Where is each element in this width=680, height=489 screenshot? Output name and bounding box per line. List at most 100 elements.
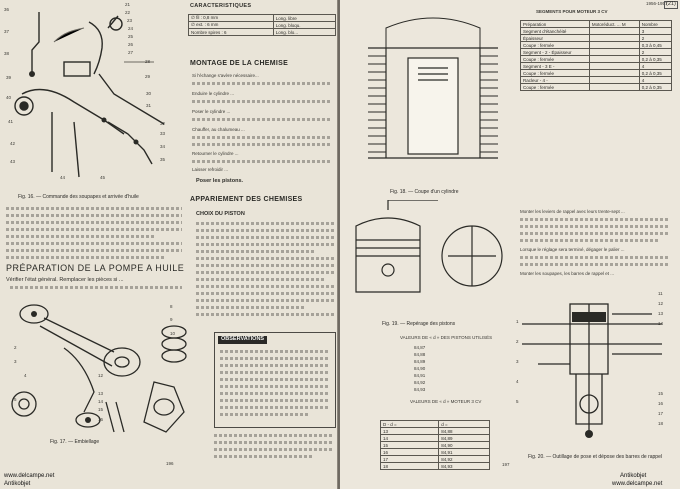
- table-cell: Épaisseur: [520, 34, 590, 42]
- right-text-line: Monter les leviers de rappel avec leurs …: [520, 209, 625, 214]
- table-row: Segment - 2 - Épaisseur 2: [520, 48, 673, 56]
- fig16-label: 21: [125, 2, 131, 7]
- watermark-right: Antikobjet: [620, 473, 647, 479]
- right-year: 1956-1957: [646, 1, 668, 6]
- table-cell: 0,2 à 0,35: [638, 55, 673, 63]
- table-cell: [588, 34, 640, 42]
- fig20-label: 3: [516, 359, 519, 364]
- table-cell: Segment - 2 - Épaisseur: [520, 48, 590, 56]
- fig16-label: 39: [6, 75, 12, 80]
- table-cell: Coupe : fermée: [520, 83, 590, 91]
- table-cell: [588, 76, 640, 84]
- fig20-label: 16: [658, 401, 664, 406]
- table-row: D - d =d =: [379, 420, 490, 428]
- table-cell: Nombre: [638, 20, 673, 28]
- fig20-label: 1: [516, 319, 519, 324]
- table-cell: [588, 83, 640, 91]
- table-cell: [588, 48, 640, 56]
- heading-pompe: PRÉPARATION DE LA POMPE A HUILE: [6, 263, 185, 273]
- fig16-label: 28: [145, 59, 151, 64]
- montage-line: Laisser refroidir ...: [192, 167, 229, 172]
- table-cell: Nombre spires : 6: [188, 28, 274, 36]
- fig16-label: 37: [4, 29, 10, 34]
- fig17-label: 12: [98, 373, 104, 378]
- valeurs-value: 84,90: [414, 366, 426, 371]
- valeurs-value: 84,91: [414, 373, 426, 378]
- fig16-label: 42: [10, 141, 16, 146]
- segments-table-title: SEGMENTS POUR MOTEUR 3 CV: [536, 9, 608, 14]
- montage-line: Poser le cylindre ...: [192, 109, 231, 114]
- observations-title: OBSERVATIONS: [218, 336, 268, 344]
- table-cell: 3: [638, 27, 673, 35]
- montage-line: Retourner le cylindre ...: [192, 151, 239, 156]
- heading-appariement: APPARIEMENT DES CHEMISES: [190, 196, 303, 203]
- valeurs-value: 84,87: [414, 345, 426, 350]
- montage-line: Chauffer, au chalumeau ...: [192, 127, 245, 132]
- table-cell: 84,88: [438, 427, 490, 435]
- valeurs-value: 84,88: [414, 352, 426, 357]
- right-page-number: 197: [502, 462, 510, 467]
- fig19-caption: Fig. 19. — Repérage des pistons: [382, 321, 456, 327]
- table-cell: 84,92: [438, 455, 490, 463]
- fig16-label: 36: [4, 7, 10, 12]
- fig16-label: 25: [128, 34, 134, 39]
- table-cell: 4: [638, 62, 673, 70]
- table-cell: 84,93: [438, 462, 490, 470]
- right-page: 1956-1957 (21) Fig. 18. — Coupe d'un cyl…: [340, 0, 680, 489]
- fig20-caption: Fig. 20. — Outillage de pose et dépose d…: [528, 454, 662, 460]
- table-cell: 0,2 à 0,35: [638, 69, 673, 77]
- figure-16-valve-drawing: [14, 12, 165, 178]
- fig20-label: 12: [658, 301, 664, 306]
- fig16-caption: Fig. 16. — Commande des soupapes et arri…: [18, 194, 139, 200]
- observations-box: [214, 332, 336, 428]
- table-cell: ∅ fil : 0,8 mm: [188, 14, 274, 22]
- watermark-left-2: Antikobjet: [4, 481, 31, 487]
- fig20-label: 17: [658, 411, 664, 416]
- valeurs-title: VALEURS DE « d » DES PISTONS UTILISÉS: [400, 335, 493, 340]
- fig16-label: 38: [4, 51, 10, 56]
- fig20-label: 15: [658, 391, 664, 396]
- table-cell: 0,2 à 0,35: [638, 83, 673, 91]
- valeurs-value: 84,93: [414, 387, 426, 392]
- pompe-intro: Vérifier l'état général. Remplacer les p…: [6, 277, 124, 283]
- figure-18-cylinder-drawing: [368, 17, 498, 159]
- table-header-cell: d =: [438, 420, 490, 428]
- fig16-label: 44: [60, 175, 66, 180]
- table-cell: ∅ ext. : 6 mm: [188, 21, 274, 29]
- table-row: Segment - 3 E - 4: [520, 62, 673, 70]
- page-badge: (21): [664, 1, 678, 9]
- table-cell: Coupe : fermée: [520, 55, 590, 63]
- fig16-label: 40: [6, 95, 12, 100]
- table-cell: 84,90: [438, 441, 490, 449]
- fig16-label: 31: [146, 103, 152, 108]
- fig16-label: 22: [125, 10, 131, 15]
- fig16-label: 34: [160, 144, 166, 149]
- table-cell: Racleur - 4 -: [520, 76, 590, 84]
- table-cell: 16: [379, 448, 440, 456]
- fig17-label: 3: [14, 359, 17, 364]
- fig18-caption: Fig. 18. — Coupe d'un cylindre: [390, 189, 459, 195]
- fig16-label: 35: [160, 157, 166, 162]
- fig17-label: 15: [98, 407, 104, 412]
- table-cell: 84,89: [438, 434, 490, 442]
- fig16-label: 41: [8, 119, 14, 124]
- fig17-label: 4: [24, 373, 27, 378]
- table-cell: Long. bloqu.: [272, 21, 337, 29]
- fig17-label: 16: [98, 417, 104, 422]
- fig17-label: 13: [98, 391, 104, 396]
- table-cell: Long. libre: [272, 14, 337, 22]
- table-cell: [588, 27, 640, 35]
- table-cell: Segment - 3 E -: [520, 62, 590, 70]
- table-cell: 14: [379, 434, 440, 442]
- table-cell: 2: [638, 48, 673, 56]
